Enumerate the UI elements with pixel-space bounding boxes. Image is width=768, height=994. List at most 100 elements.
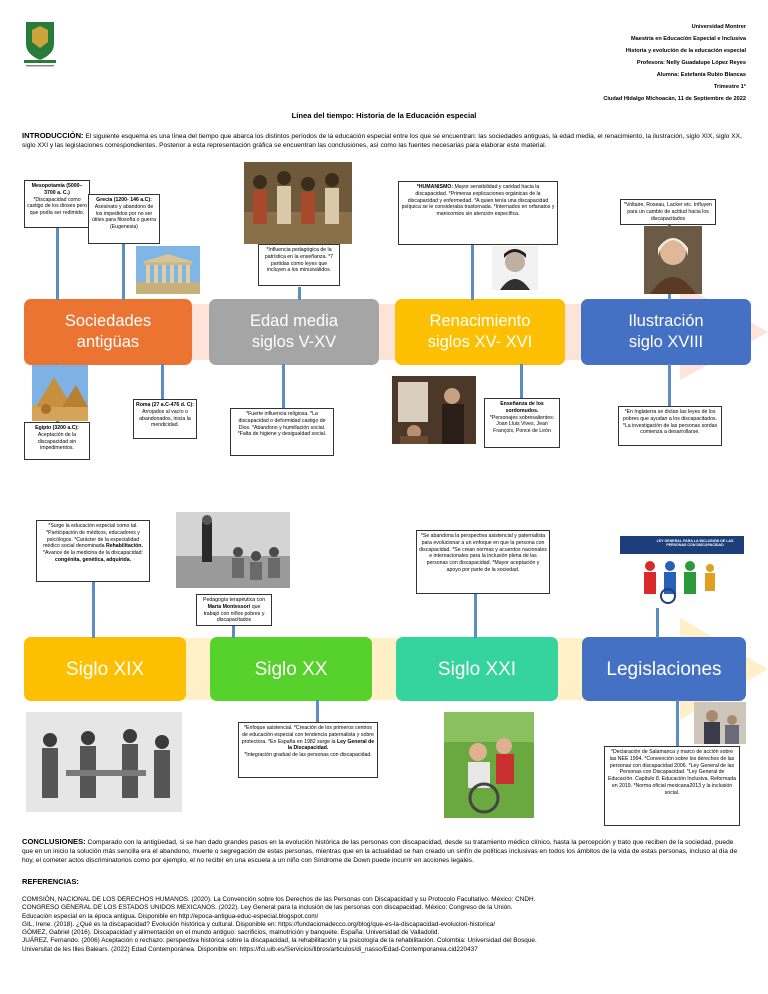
header-line: Ciudad Hidalgo Michoacán, 11 de Septiemb… <box>603 96 746 102</box>
nineteenth-century-engraving-image <box>26 712 182 812</box>
info-siglo-xx-bottom: *Enfoque asistencial. *Creación de los p… <box>238 722 378 778</box>
info-text: *Integración gradual de las personas con… <box>244 752 372 759</box>
info-title: Egipto (3200 a.C): <box>35 425 79 431</box>
info-bold: Ley General de la Discapacidad. <box>287 738 375 752</box>
info-text: *Surge la educación especial como tal. *… <box>43 523 140 550</box>
period-label: antigüas <box>76 333 140 351</box>
reference-item: GÓMEZ, Gabriel (2016). Discapacidad y al… <box>22 929 440 937</box>
info-sordomudos: Enseñanza de los sordomudos. *Personajes… <box>484 398 560 448</box>
header-line: Profesora: Nelly Guadalupe López Reyes <box>636 60 746 66</box>
egypt-pyramids-image <box>32 365 88 421</box>
info-text: Asesinato y abandono de los impedidos po… <box>91 203 156 231</box>
info-text: *En Inglaterra se dictan las leyes de lo… <box>622 409 718 436</box>
page-title: Línea del tiempo: Historia de la Educaci… <box>291 111 477 120</box>
connector-line <box>298 287 301 300</box>
info-text: que trabajó con niños pobres y discapaci… <box>203 603 265 624</box>
introduction: INTRODUCCIÓN: El siguiente esquema es un… <box>22 131 746 150</box>
info-text: *Se abandona la perspectiva asistencial … <box>419 533 547 573</box>
info-text: Aceptación de la discapacidad sin impedi… <box>37 431 77 452</box>
info-text: *Declaración de Salamanca y marco de acc… <box>607 749 737 796</box>
info-grecia: Grecia (1200- 146 a.C): Asesinato y aban… <box>88 194 160 244</box>
references-label: REFERENCIAS: <box>22 877 79 886</box>
period-label: Edad media <box>249 312 339 330</box>
medieval-painting-image <box>244 162 352 244</box>
reference-item: GIL, Irene. (2018). ¿Qué es la discapaci… <box>22 920 496 928</box>
intro-text: El siguiente esquema es una línea del ti… <box>22 133 742 149</box>
info-montessori: Pedagogía terapéutica con María Montesso… <box>196 594 272 626</box>
info-text: Pedagogía terapéutica con <box>202 597 265 603</box>
period-siglo-xix: Siglo XIX <box>24 637 186 701</box>
info-title: Roma (27 a.C-476 d. C): <box>136 402 194 408</box>
conclusions: CONCLUSIONES: Comparado con la antigüeda… <box>22 837 746 865</box>
reference-item: Educación especial en la época antigua. … <box>22 912 319 920</box>
connector-line <box>474 594 477 638</box>
header-line: Historia y evolución de la educación esp… <box>625 48 746 54</box>
period-label: Siglo XX <box>254 658 328 680</box>
info-ilustracion-bottom: *En Inglaterra se dictan las leyes de lo… <box>618 406 722 446</box>
header-line: Trimestre 1° <box>713 84 746 90</box>
header-line: Alumna: Estefanía Rubio Blancas <box>656 72 746 78</box>
intro-label: INTRODUCCIÓN: <box>22 131 84 140</box>
period-label: siglos V-XV <box>251 333 337 351</box>
period-label: siglos XV- XVI <box>427 333 533 351</box>
connector-line <box>656 608 659 638</box>
info-siglo-xxi-top: *Se abandona la perspectiva asistencial … <box>416 530 550 594</box>
info-egipto: Egipto (3200 a.C): Aceptación de la disc… <box>24 422 90 460</box>
header-line: Universidad Montrer <box>691 24 746 30</box>
connector-line <box>668 364 671 406</box>
info-legislaciones-bottom: *Declaración de Salamanca y marco de acc… <box>604 746 740 826</box>
connector-line <box>122 244 125 300</box>
connector-line <box>282 364 285 408</box>
info-text: *Voltaire, Roseau, Lacker etc. Influyen … <box>624 202 712 222</box>
connector-line <box>316 700 319 722</box>
connector-line <box>56 228 59 300</box>
info-text: *Personajes sobresalientes: Joan Lluis V… <box>489 414 555 435</box>
info-title: *HUMANISMO: <box>416 184 454 190</box>
period-label: Sociedades <box>64 312 152 330</box>
period-edad-media: Edad media siglos V-XV <box>209 299 379 365</box>
poster-title: LEY GENERAL PARA LA INCLUSIÓN DE LAS PER… <box>656 539 734 548</box>
info-edad-media-top: *Influencia pedagógica de la patrística … <box>258 244 340 286</box>
period-sociedades-antiguas: Sociedades antigüas <box>24 299 192 365</box>
info-text: *Avance de la medicina de la discapacida… <box>43 550 143 557</box>
connector-line <box>520 364 523 398</box>
period-label: Ilustración <box>628 312 704 330</box>
info-roma: Roma (27 a.C-476 d. C): Arrojados al vac… <box>133 399 197 439</box>
info-humanismo: *HUMANISMO: Mayor sensibilidad y caridad… <box>398 181 558 245</box>
period-label: Legislaciones <box>606 658 722 680</box>
conclusions-label: CONCLUSIONES: <box>22 837 86 846</box>
info-bold: congénita, genética, adquirida. <box>54 556 132 563</box>
info-siglo-xix-top: *Surge la educación especial como tal. *… <box>36 520 150 582</box>
info-bold: Rehabilitación. <box>105 543 143 550</box>
info-text: *Fuerte influencia religiosa. *La discap… <box>237 411 327 438</box>
info-bold: María Montessori <box>207 603 251 610</box>
connector-line <box>232 626 235 638</box>
greek-temple-image <box>136 246 200 294</box>
period-renacimiento: Renacimiento siglos XV- XVI <box>395 299 565 365</box>
connector-line <box>92 582 95 638</box>
renaissance-painting-image <box>392 376 476 444</box>
period-label: Siglo XXI <box>437 658 517 680</box>
connector-line <box>676 700 679 746</box>
info-text: Arrojados al vacío o abandonados, inicia… <box>139 408 191 429</box>
conclusions-text: Comparado con la antigüedad, si se han d… <box>22 839 738 864</box>
info-mesopotamia: Mesopotamia (5000–3700 a. C.) *Discapaci… <box>24 180 90 228</box>
reference-item: Universitat de les Illes Balears. (2022)… <box>22 945 478 953</box>
info-title: Mesopotamia (5000–3700 a. C.) <box>31 183 83 196</box>
children-wheelchair-image <box>444 712 534 818</box>
connector-line <box>471 245 474 300</box>
legislation-photo-image <box>694 702 746 744</box>
reference-item: JUÁREZ, Fernando. (2006) Aceptación o re… <box>22 937 537 945</box>
connector-line <box>161 364 164 399</box>
period-siglo-xx: Siglo XX <box>210 637 372 701</box>
reference-item: COMISIÓN, NACIONAL DE LOS DERECHOS HUMAN… <box>22 896 536 903</box>
montessori-classroom-image <box>176 512 290 588</box>
info-text: Mayor sensibilidad y caridad hacia la di… <box>401 184 555 218</box>
period-label: siglo XVIII <box>628 333 704 351</box>
portrait-renaissance-image <box>492 246 538 290</box>
university-logo <box>22 20 58 68</box>
references-list: COMISIÓN, NACIONAL DE LOS DERECHOS HUMAN… <box>22 896 746 954</box>
info-title: Enseñanza de los sordomudos. <box>500 401 544 414</box>
header-info: Universidad Montrer Maestría en Educació… <box>486 21 746 105</box>
period-label: Renacimiento <box>429 312 531 330</box>
